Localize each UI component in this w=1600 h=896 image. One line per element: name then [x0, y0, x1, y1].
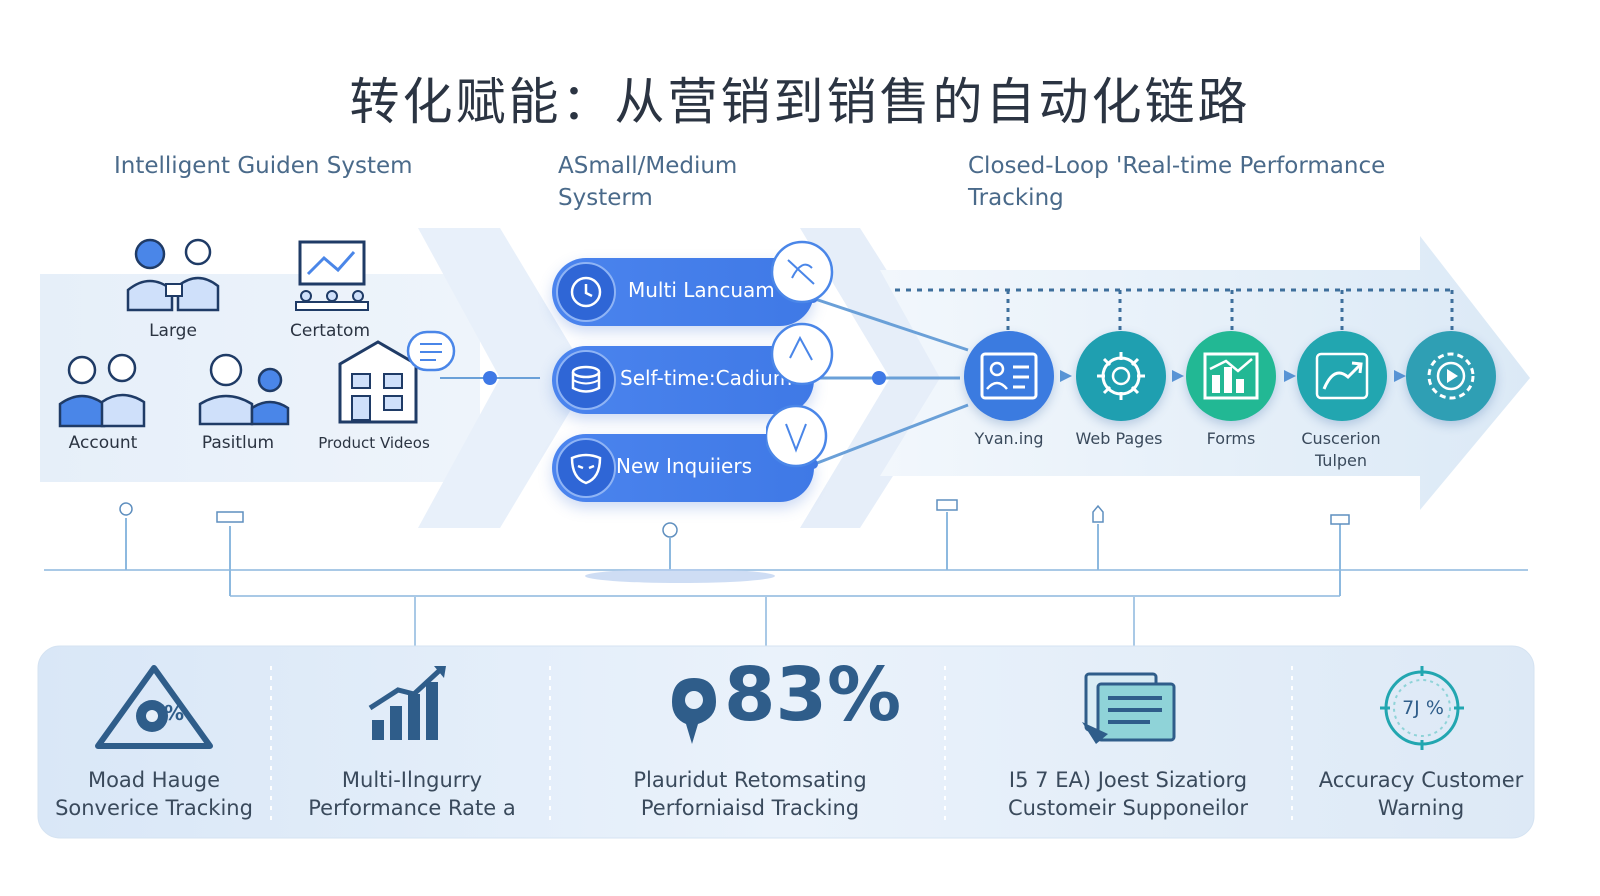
- pill-label: New Inquiiers: [616, 454, 752, 478]
- node-forms[interactable]: [1186, 331, 1276, 421]
- presentation-board-icon: [295, 240, 369, 311]
- id-card-icon: [980, 352, 1038, 400]
- node-label-cuscerion-tulpen: Cuscerion Tulpen: [1301, 429, 1381, 470]
- outline-circles-decoration: [766, 240, 834, 468]
- connector-dot-left: [483, 371, 497, 385]
- marker-c-icon: [662, 522, 678, 538]
- mask-icon: [556, 438, 616, 498]
- document-stack-icon: [1082, 672, 1176, 744]
- connector-pill-3: [811, 403, 969, 467]
- marker-f-icon: [1330, 514, 1350, 525]
- node-yvaning[interactable]: [964, 331, 1054, 421]
- pill-self-time-cadium[interactable]: Self-time:Cadium: [552, 346, 814, 414]
- connector-pill-1: [811, 296, 969, 352]
- kpi-label-3: Plauridut Retomsating Perforniaisd Track…: [633, 768, 867, 820]
- pill-label: Self-time:Cadium: [620, 366, 793, 390]
- node-play-gear[interactable]: [1406, 331, 1496, 421]
- page-title: 转化赋能：从营销到销售的自动化链路: [349, 73, 1251, 131]
- node-label-yvaning: Yvan.ing: [974, 429, 1044, 448]
- building-chat-icon: [338, 330, 456, 424]
- pill-label: Multi Lancuam: [628, 278, 775, 302]
- node-label-web-pages: Web Pages: [1075, 429, 1163, 448]
- left-label-certatom: Certatom: [289, 321, 371, 341]
- kpi-label-4: I5 7 EA) Joest Sizatiorg Customeir Suppo…: [1007, 768, 1249, 820]
- clock-icon: [556, 262, 616, 322]
- kpi-label-2: Multi-Ilngurry Performance Rate a: [308, 768, 516, 820]
- node-web-pages[interactable]: [1076, 331, 1166, 421]
- kpi-label-1: Moad Hauge Sonverice Tracking: [55, 768, 253, 820]
- node-arrow-3: [1284, 370, 1296, 382]
- gauge-icon: [1380, 666, 1464, 750]
- kpi-big-value: 83%: [724, 652, 902, 738]
- glow-shadow: [585, 569, 775, 583]
- section-right-title: Closed-Loop 'Real-time Performance Track…: [968, 153, 1386, 211]
- gear-globe-icon: [1097, 352, 1145, 400]
- node-cuscerion-tulpen[interactable]: [1297, 331, 1387, 421]
- team-icon: [198, 353, 290, 426]
- pill-multi-lancuam[interactable]: Multi Lancuam: [552, 258, 814, 326]
- growth-chart-icon: [368, 666, 446, 740]
- left-label-product-videos: Product Videos: [318, 434, 430, 452]
- svg-text:%: %: [164, 701, 184, 725]
- connector-dot-mid: [872, 371, 886, 385]
- warning-gear-icon: %: [95, 665, 213, 749]
- gauge-value: 7J %: [1402, 697, 1444, 719]
- left-label-pasitlum: Pasitlum: [201, 433, 275, 453]
- node-arrow-4: [1394, 370, 1406, 382]
- section-left-title: Intelligent Guiden System: [114, 153, 413, 179]
- marker-b-icon: [216, 511, 244, 523]
- people-meeting-icon: [126, 238, 220, 312]
- node-label-forms: Forms: [1206, 429, 1256, 448]
- node-arrow-2: [1172, 370, 1184, 382]
- marker-a-icon: [119, 502, 133, 516]
- percent-icon: [672, 678, 716, 744]
- left-label-large: Large: [149, 321, 197, 341]
- user-pair-icon: [58, 353, 146, 428]
- play-gear-icon: [1427, 352, 1475, 400]
- left-label-account: Account: [68, 433, 138, 453]
- section-middle-title: ASmall/Medium Systerm: [558, 153, 738, 211]
- database-icon: [556, 350, 616, 410]
- node-arrow-1: [1060, 370, 1072, 382]
- marker-d-icon: [936, 499, 958, 511]
- marker-e-icon: [1092, 504, 1104, 523]
- arrow-trend-icon: [1315, 352, 1369, 400]
- kpi-label-5: Accuracy Customer Warning: [1318, 768, 1524, 820]
- bar-chart-icon: [1203, 352, 1259, 400]
